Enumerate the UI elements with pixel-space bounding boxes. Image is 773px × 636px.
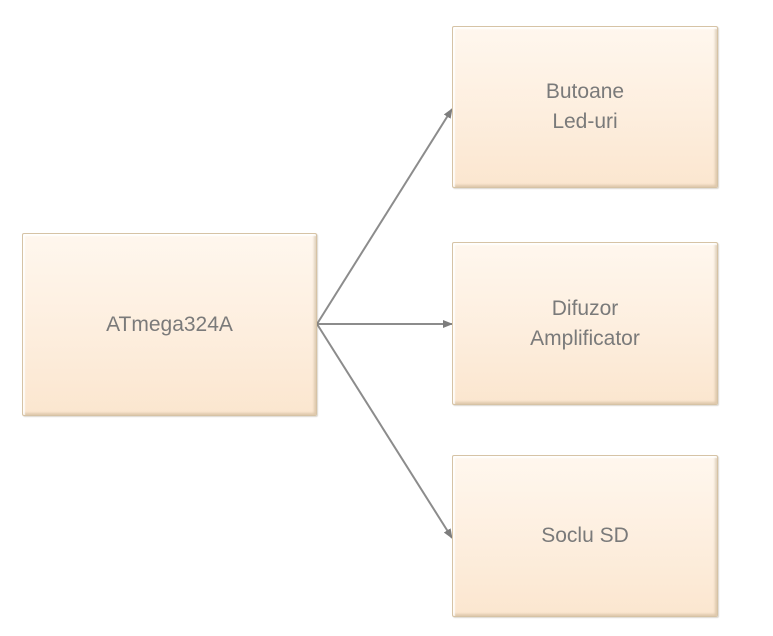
connector-mcu-to-sd [316,323,453,539]
amplifier-label: Amplificator [530,326,640,350]
speaker-label: Difuzor [551,296,619,320]
sd-socket-block: Soclu SD [452,455,718,617]
sd-socket-label: Soclu SD [541,524,629,547]
connector-mcu-to-inputs [316,108,453,325]
leds-label: Led-uri [552,110,618,133]
buttons-leds-block: Butoane Led-uri [452,26,718,188]
microcontroller-label: ATmega324A [106,312,233,336]
speaker-amplifier-block: Difuzor Amplificator [452,242,718,405]
buttons-label: Butoane [545,80,625,103]
microcontroller-block: ATmega324A [22,233,317,416]
